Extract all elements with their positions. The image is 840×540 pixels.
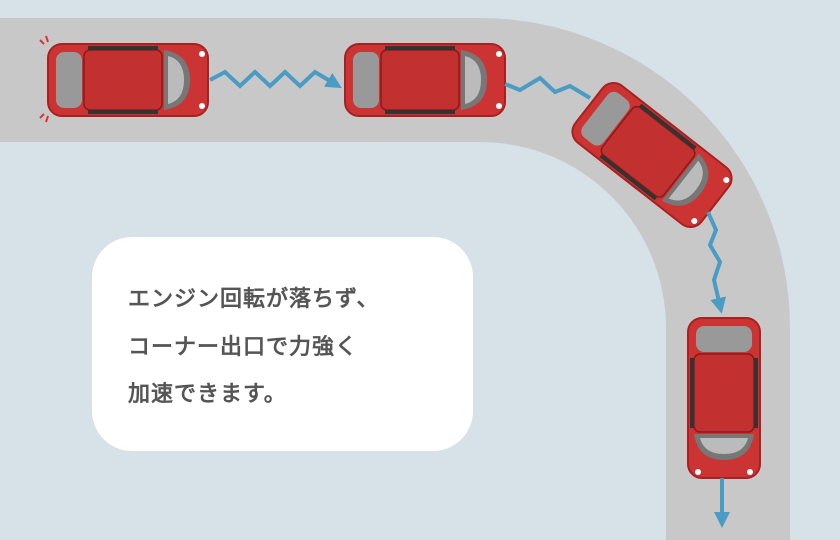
callout-line-1: エンジン回転が落ちず、 bbox=[128, 287, 380, 312]
car-exiting bbox=[687, 317, 761, 479]
car-entering bbox=[344, 43, 506, 117]
callout-line-3: 加速できます。 bbox=[128, 382, 287, 407]
car-braking bbox=[47, 43, 209, 117]
callout-line-2: コーナー出口で力強く bbox=[128, 335, 359, 360]
callout-box: エンジン回転が落ちず、 コーナー出口で力強く 加速できます。 bbox=[92, 237, 473, 451]
arrow-1 bbox=[209, 69, 342, 89]
arrow-3 bbox=[706, 211, 726, 314]
arrow-2 bbox=[504, 75, 592, 100]
brake-marks bbox=[39, 35, 49, 123]
